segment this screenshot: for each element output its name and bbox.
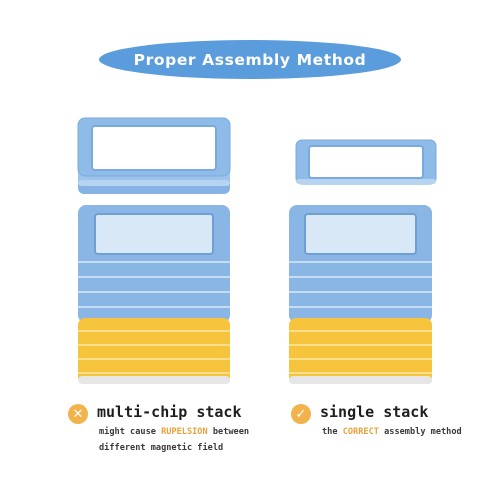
correct-highlight: CORRECT	[342, 427, 379, 437]
left-top-tiles	[77, 117, 231, 194]
right-main-tiles	[289, 205, 432, 384]
single-stack-line1-pre: the	[322, 427, 343, 437]
title-banner: Proper Assembly Method	[99, 40, 401, 79]
single-stack-line1-post: assembly method	[378, 427, 462, 437]
multi-chip-line2: different magnetic field	[99, 443, 224, 453]
multi-chip-line1: might cause RUPELSION between	[99, 427, 249, 437]
multi-chip-line1-post: between	[207, 427, 250, 437]
rupelsion-highlight: RUPELSION	[161, 427, 208, 437]
x-mark-icon: ✕	[68, 404, 88, 424]
multi-chip-line1-pre: might cause	[99, 427, 162, 437]
right-top-tile	[295, 139, 437, 185]
left-main-tiles	[78, 205, 230, 384]
banner-title: Proper Assembly Method	[133, 50, 367, 69]
single-stack-line1: the CORRECT assembly method	[322, 427, 462, 437]
single-stack-title: single stack	[320, 403, 429, 421]
checkmark-icon: ✓	[291, 404, 311, 424]
multi-chip-title: multi-chip stack	[97, 403, 242, 421]
